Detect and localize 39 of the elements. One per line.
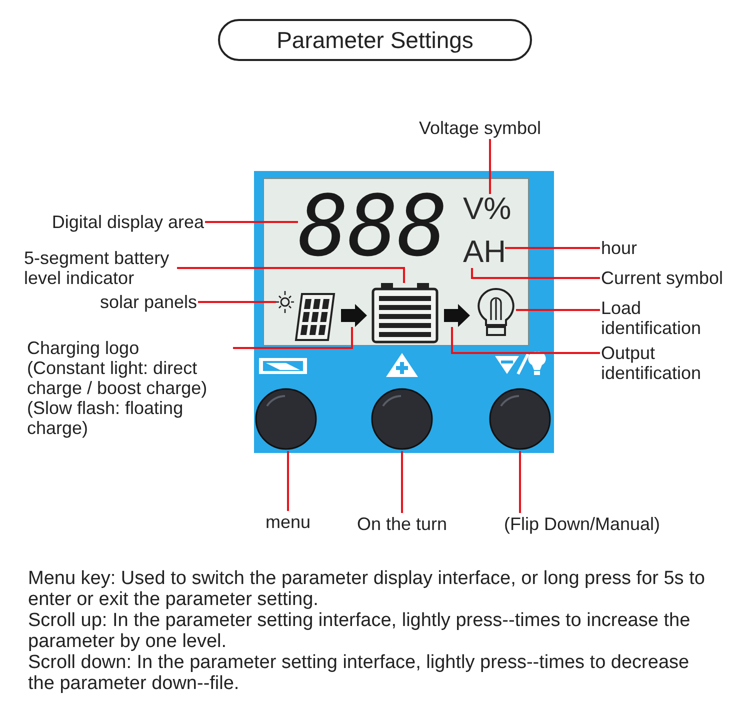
solar-panel-icon [276, 288, 336, 342]
battery-icon [371, 283, 439, 344]
callout-label: Current symbol [601, 268, 746, 288]
note-paragraph: Scroll down: In the parameter setting interface, lightly press--times to decrease the parameter down--file. [28, 652, 690, 694]
note-paragraph: Scroll up: In the parameter setting interface, lightly press--times to increase the parameter by one level. [28, 610, 692, 652]
callout-label: Voltage symbol [400, 118, 560, 138]
callout-label: menu [248, 512, 328, 532]
arrow-icon [444, 304, 471, 327]
leader-line [198, 301, 276, 303]
callout-label: Digital display area [18, 212, 204, 232]
note-paragraph: Menu key: Used to switch the parameter display interface, or long press for 5s to enter or exit the parameter setting. [28, 568, 706, 610]
leader-line [519, 451, 521, 513]
callout-label: solar panels [60, 292, 197, 312]
callout-note: (Slow flash: floating charge) [27, 398, 184, 438]
leader-line [205, 221, 298, 223]
callout-note: (Constant light: direct charge / boost charge) [27, 358, 208, 398]
arrow-icon [341, 304, 368, 327]
bulb-icon [476, 287, 516, 337]
callout-label: Load identification [601, 298, 731, 338]
leader-line [471, 268, 600, 279]
unit-symbol: V% [463, 193, 509, 225]
leader-line [177, 267, 405, 283]
round-button [489, 388, 551, 450]
leader-line [233, 327, 353, 349]
leader-line [489, 139, 491, 194]
round-button [371, 388, 433, 450]
callout-label: Charging logo [27, 338, 140, 358]
round-button [255, 388, 317, 450]
leader-line [505, 247, 600, 249]
callout-label: Output identification [601, 343, 731, 383]
title-pill: Parameter Settings [218, 19, 532, 61]
leader-line [516, 309, 600, 311]
leader-line [287, 451, 289, 511]
unit-symbol: AH [463, 236, 505, 268]
segment-digits: 888 [298, 184, 462, 268]
callout-label: (Flip Down/Manual) [484, 514, 680, 534]
callout-label: On the turn [342, 514, 462, 534]
callout-label: hour [601, 238, 681, 258]
leader-line [401, 451, 403, 513]
